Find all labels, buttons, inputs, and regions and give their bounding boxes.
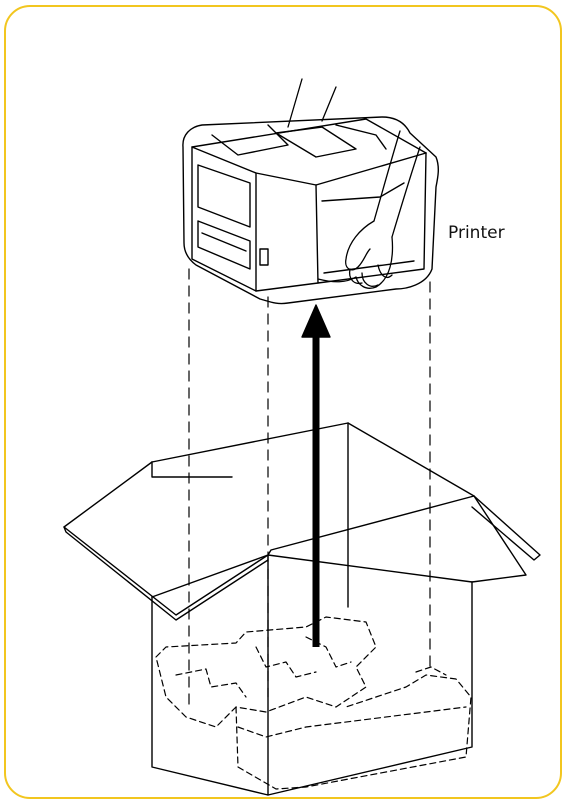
unpacking-diagram [6,7,562,799]
shipping-box-illustration [64,423,540,795]
lift-arrow-icon [302,305,330,647]
printer-label: Printer [448,223,505,243]
diagram-frame: Printer [4,5,562,799]
